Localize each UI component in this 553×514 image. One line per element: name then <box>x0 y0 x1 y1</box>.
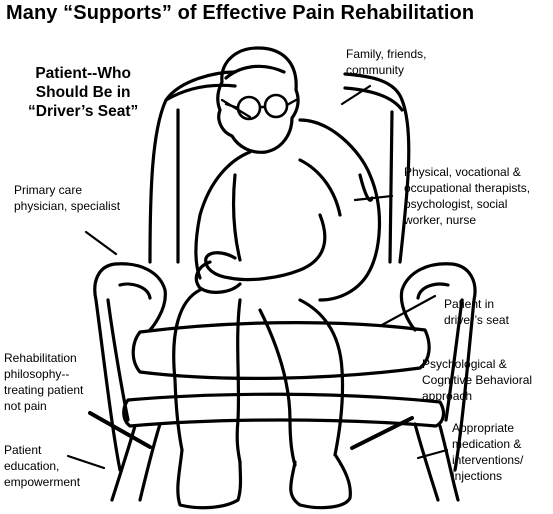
label-patient-in-seat: Patient in driver’s seat <box>444 297 509 327</box>
label-psych-cbt: Psychological & Cognitive Behavioral app… <box>422 357 533 403</box>
label-rehab-philosophy: Rehabilitation philosophy-- treating pat… <box>4 351 84 413</box>
page-title: Many “Supports” of Effective Pain Rehabi… <box>6 2 475 24</box>
patient-arm <box>204 213 327 282</box>
label-family: Family, friends, community <box>346 47 427 77</box>
chair-right-arm <box>399 262 477 472</box>
label-medication: Appropriate medication & interventions/ … <box>452 421 524 483</box>
label-therapists: Physical, vocational & occupational ther… <box>404 165 531 227</box>
patient-head <box>216 46 300 154</box>
patient-leg-right <box>258 298 345 467</box>
label-patient-drivers-seat: Patient--Who Should Be in “Driver’s Seat… <box>28 65 139 120</box>
patient-shoe-right <box>289 454 352 510</box>
patient-torso <box>194 118 382 302</box>
chair-leg-left <box>110 422 162 502</box>
chair-back <box>148 70 411 264</box>
patient-shoe-left <box>176 448 243 510</box>
label-primary-care: Primary care physician, specialist <box>14 183 121 213</box>
chair-left-arm <box>93 262 167 472</box>
chair-seat <box>131 321 431 380</box>
chair-leg-right <box>413 422 460 502</box>
patient-leg-left <box>172 288 242 464</box>
label-patient-education: Patient education, empowerment <box>4 443 81 489</box>
